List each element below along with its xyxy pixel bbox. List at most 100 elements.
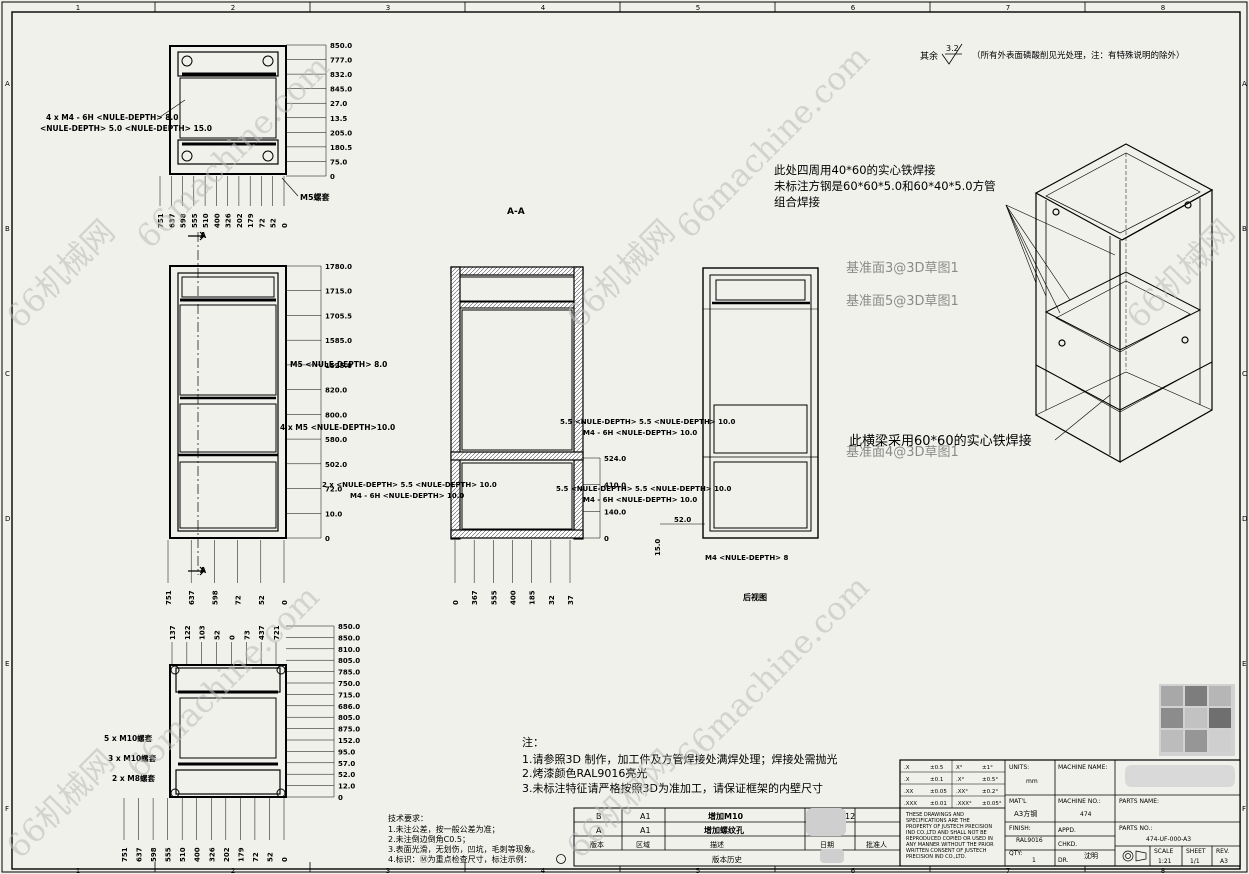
scale-value: 1:21 xyxy=(1158,858,1172,865)
dimension-label: 637 xyxy=(168,213,176,228)
top-view-callout-2: <NULE-DEPTH> 5.0 <NULE-DEPTH> 15.0 xyxy=(40,124,212,133)
zone-letter-right: F xyxy=(1242,805,1246,813)
dimension-label: 686.0 xyxy=(338,703,360,711)
sketch-label-ref5: 基准面5@3D草图1 xyxy=(846,294,959,309)
dimension-label: 10.0 xyxy=(325,510,342,518)
scale-label: SCALE xyxy=(1154,848,1173,855)
dimension-label: 400 xyxy=(510,590,518,605)
zone-letter-left: B xyxy=(5,225,10,233)
parts-name-label: PARTS NAME: xyxy=(1119,798,1159,805)
section-callout-left-1: 2 x <NULE-DEPTH> 5.5 <NULE-DEPTH> 10.0 xyxy=(322,481,497,489)
dimension-label: 52 xyxy=(270,218,278,228)
sketch-label-ref4: 基准面4@3D草图1 xyxy=(846,445,959,460)
dimension-label: 32 xyxy=(548,595,556,605)
dimension-label: 805.0 xyxy=(338,657,360,665)
dimension-label: 751 xyxy=(165,590,173,605)
weld-note-line3: 组合焊接 xyxy=(774,195,820,209)
bottom-tag-2: 3 x M10螺套 xyxy=(108,753,157,763)
watermark-9: 66machine.com xyxy=(669,568,877,776)
section-label: A-A xyxy=(507,207,525,217)
dimension-label: 437 xyxy=(258,625,266,640)
sheet-value: 1/1 xyxy=(1190,858,1200,865)
zone-letter-left: E xyxy=(5,660,9,668)
dimension-label: 510 xyxy=(202,213,210,228)
tolerance-cell: ±0.05 xyxy=(930,789,947,795)
dimension-label: 598 xyxy=(180,213,188,228)
section-arrow-top: A xyxy=(200,231,207,240)
notes-title: 注： xyxy=(522,735,544,749)
notes-item-2: 2.烤漆颜色RAL9016亮光 xyxy=(522,766,647,780)
copyright-line: SPECIFICATIONS ARE THE xyxy=(906,818,970,824)
watermark-7: 66machine.com xyxy=(119,578,327,786)
dimension-label: 73 xyxy=(243,630,251,640)
dimension-label: 137 xyxy=(169,625,177,640)
bottom-tag-1: 5 x M10螺套 xyxy=(104,733,153,743)
dimension-label: 52 xyxy=(214,630,222,640)
note-leaders xyxy=(1005,204,1116,441)
dimension-label: 1715.0 xyxy=(325,288,352,296)
front-view: 1780.01715.01705.51585.01525.0820.0800.0… xyxy=(165,263,395,605)
machine-no-value: 474 xyxy=(1080,811,1092,818)
zone-number-top: 2 xyxy=(231,4,235,12)
machine-no-label: MACHINE NO.: xyxy=(1058,798,1101,805)
dimension-label: 715.0 xyxy=(338,691,360,699)
dimension-label: 0 xyxy=(452,600,460,605)
rev-header-3: 描述 xyxy=(710,840,724,849)
tech-req-1: 1.未注公差，按一般公差为准； xyxy=(388,824,500,834)
dimension-label: 524.0 xyxy=(604,455,626,463)
zone-number-top: 7 xyxy=(1006,4,1010,12)
zone-number-bottom: 3 xyxy=(386,867,390,874)
rev-row1-desc: 增加M10 xyxy=(708,811,744,821)
section-arrow-bottom: A xyxy=(200,566,207,575)
dimension-label: 0 xyxy=(228,635,236,640)
dimension-label: 510 xyxy=(179,847,187,862)
tech-req-title: 技术要求： xyxy=(388,813,428,823)
bottom-view: 850.0850.0810.0805.0785.0750.0715.0686.0… xyxy=(104,623,360,862)
tolerance-cell: .XX xyxy=(904,789,914,795)
zone-letter-left: C xyxy=(5,370,10,378)
dimension-label: 637 xyxy=(188,590,196,605)
dimension-label: 0 xyxy=(281,857,289,862)
zone-letter-left: D xyxy=(5,515,10,523)
rev-label: REV. xyxy=(1216,848,1229,855)
dimension-label: 598 xyxy=(150,847,158,862)
dimension-label: 785.0 xyxy=(338,669,360,677)
material-value: A3方钢 xyxy=(1014,809,1037,818)
dimension-label: 185 xyxy=(529,590,537,605)
dimension-label: 52.0 xyxy=(338,771,355,779)
dimension-label: 72.0 xyxy=(325,486,342,494)
units-label: UNITS: xyxy=(1009,764,1029,771)
dimension-label: 777.0 xyxy=(330,57,352,65)
rev-header-5: 批准人 xyxy=(866,840,887,849)
zone-letter-right: C xyxy=(1242,370,1247,378)
section-callout-right-2: M4 - 6H <NULE-DEPTH> 10.0 xyxy=(583,429,697,437)
watermark-5: 66机械网 xyxy=(1119,212,1243,336)
qty-value: 1 xyxy=(1032,857,1036,864)
zone-number-bottom: 6 xyxy=(851,867,856,874)
zone-number-bottom: 5 xyxy=(696,867,700,874)
surface-finish-note: 其余 3.2 （所有外表面磷酸削见光处理，注：有特殊说明的除外） xyxy=(920,43,1185,65)
notes-item-3: 3.未标注特征请严格按照3D为准加工，请保证框架的内壁尺寸 xyxy=(522,781,823,795)
tolerance-cell: ±0.2° xyxy=(982,789,998,795)
general-notes: 注： 1.请参照3D 制作，加工件及方管焊接处满焊处理；焊接处需抛光 2.烤漆颜… xyxy=(522,735,837,795)
dimension-label: 12.0 xyxy=(338,783,355,791)
zone-letter-right: B xyxy=(1242,225,1247,233)
zone-letter-right: A xyxy=(1242,80,1247,88)
top-view-tag: M5螺套 xyxy=(300,192,331,202)
dimension-label: 751 xyxy=(157,213,165,228)
dimension-label: 820.0 xyxy=(325,387,347,395)
dimension-label: 326 xyxy=(225,213,233,228)
dimension-label: 367 xyxy=(471,590,479,605)
watermark-2: 66machine.com xyxy=(129,48,337,256)
zone-letter-left: F xyxy=(5,805,9,813)
dimension-label: 0 xyxy=(325,535,330,543)
dr-label: DR. xyxy=(1058,857,1069,864)
rev-header-1: 版本 xyxy=(590,840,604,849)
dimension-label: 0 xyxy=(281,223,289,228)
front-callout-2: 4 x M5 <NULE-DEPTH>10.0 xyxy=(280,423,395,432)
dimension-label: 75.0 xyxy=(330,158,347,166)
dimension-label: 0 xyxy=(330,173,335,181)
tech-req-3: 3.表面光滑，无划伤，凹坑，毛刺等现象。 xyxy=(388,844,540,854)
